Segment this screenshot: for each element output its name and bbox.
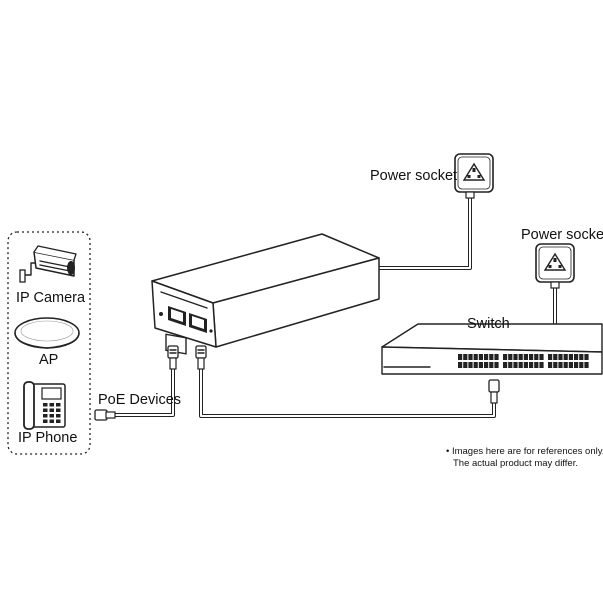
phone-key [49, 403, 54, 407]
power-socket-right-label: Power socket [521, 227, 603, 243]
phone-key [43, 414, 48, 418]
switch-port [579, 362, 584, 368]
ip-phone-label: IP Phone [18, 430, 78, 446]
switch-port [513, 362, 518, 368]
disclaimer-line-2: The actual product may differ. [453, 458, 578, 469]
phone-key [56, 408, 61, 412]
switch-port [484, 362, 489, 368]
cable-injector-to-devices [111, 366, 175, 417]
network-switch-icon [381, 323, 603, 375]
rj45-plug-icon [488, 379, 500, 404]
switch-port [468, 362, 473, 368]
disclaimer-line-1: • Images here are for references only. [446, 446, 603, 457]
switch-port [503, 354, 508, 360]
switch-port [584, 354, 589, 360]
switch-port [558, 354, 563, 360]
phone-key [56, 403, 61, 407]
switch-port [458, 362, 463, 368]
phone-key [43, 403, 48, 407]
switch-port [523, 362, 528, 368]
switch-port [518, 362, 523, 368]
phone-key [49, 408, 54, 412]
phone-key [43, 419, 48, 423]
switch-port [523, 354, 528, 360]
phone-key [43, 408, 48, 412]
switch-port [463, 354, 468, 360]
cable-power-to-injector [377, 194, 472, 270]
ap-label: AP [39, 352, 59, 368]
switch-label: Switch [467, 316, 510, 332]
switch-port [529, 362, 534, 368]
ip-camera-label: IP Camera [16, 290, 86, 306]
poe-injector-icon [151, 233, 380, 355]
switch-port [518, 354, 523, 360]
switch-port [463, 362, 468, 368]
rj45-plug-icon [167, 345, 179, 370]
switch-port [534, 362, 539, 368]
switch-port [539, 354, 544, 360]
switch-port [508, 362, 513, 368]
switch-port [489, 354, 494, 360]
phone-key [49, 419, 54, 423]
switch-port [568, 362, 573, 368]
phone-key [49, 414, 54, 418]
switch-port [553, 362, 558, 368]
switch-port [574, 354, 579, 360]
switch-port [484, 354, 489, 360]
switch-port [529, 354, 534, 360]
switch-port [478, 362, 483, 368]
switch-port [574, 362, 579, 368]
access-point-icon [14, 317, 80, 349]
switch-port [539, 362, 544, 368]
switch-port [558, 362, 563, 368]
rj45-plug-icon [94, 409, 116, 421]
phone-key [56, 419, 61, 423]
switch-port [494, 362, 499, 368]
switch-port [553, 354, 558, 360]
phone-key [56, 414, 61, 418]
ip-phone-icon [23, 381, 66, 430]
switch-port [548, 354, 553, 360]
poe-devices-label: PoE Devices [98, 392, 182, 408]
switch-port [494, 354, 499, 360]
switch-port [568, 354, 573, 360]
poe-devices-group-box [7, 231, 91, 455]
switch-port [513, 354, 518, 360]
switch-port [503, 362, 508, 368]
rj45-plug-icon [195, 345, 207, 370]
switch-port [508, 354, 513, 360]
switch-port [548, 362, 553, 368]
switch-port [579, 354, 584, 360]
switch-port [563, 362, 568, 368]
switch-port [584, 362, 589, 368]
switch-port [478, 354, 483, 360]
switch-port [468, 354, 473, 360]
ip-camera-icon [19, 245, 77, 283]
switch-port [534, 354, 539, 360]
power-socket-icon [535, 243, 575, 289]
power-socket-top-label: Power socket [370, 168, 458, 184]
switch-port [473, 354, 478, 360]
switch-port [489, 362, 494, 368]
switch-port [563, 354, 568, 360]
switch-port [458, 354, 463, 360]
switch-port [473, 362, 478, 368]
cable-injector-to-switch [199, 366, 496, 418]
power-socket-icon [454, 153, 494, 199]
